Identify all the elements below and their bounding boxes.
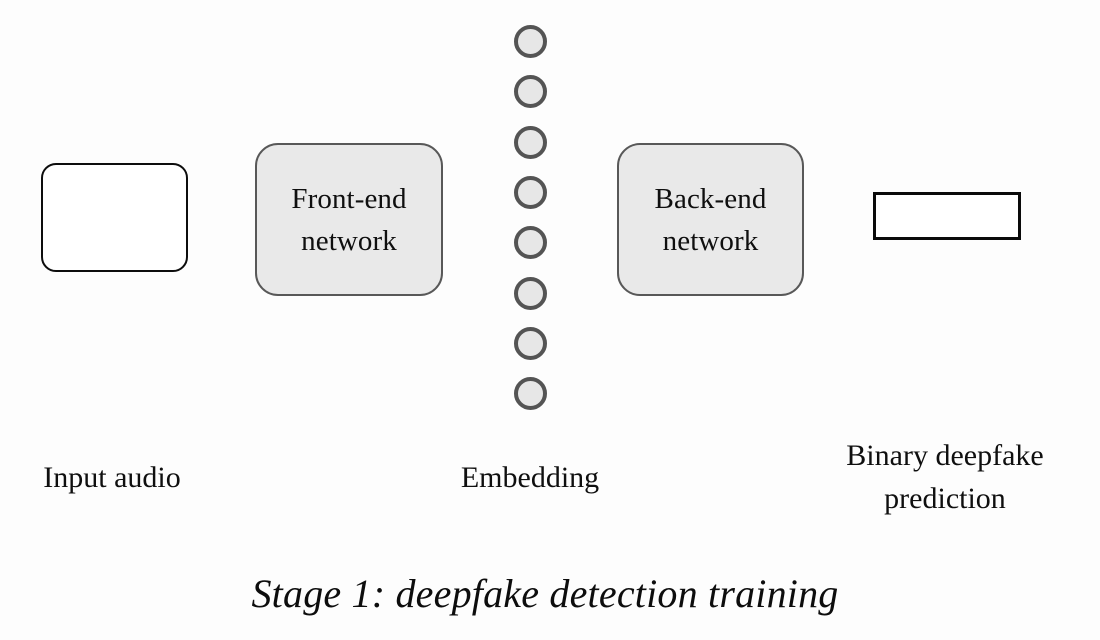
caption-input-audio: Input audio xyxy=(43,461,181,494)
embedding-node xyxy=(514,377,547,411)
caption-embedding: Embedding xyxy=(460,461,600,494)
embedding-node xyxy=(514,175,547,209)
embedding-node xyxy=(514,276,547,310)
figure-title: Stage 1: deepfake detection training xyxy=(251,571,839,616)
embedding-node xyxy=(514,75,547,109)
embedding-node xyxy=(514,326,547,360)
caption-binary-deepfake-prediction: Binary deepfake prediction xyxy=(846,439,1044,515)
embedding-node xyxy=(514,125,547,159)
front-end-network-box: Front-end network xyxy=(255,143,443,296)
back-end-network-label: Back-end network xyxy=(654,182,767,257)
front-end-network-label: Front-end network xyxy=(291,182,407,257)
back-end-network-box: Back-end network xyxy=(617,143,804,296)
embedding-node xyxy=(514,25,547,58)
input-audio-box xyxy=(41,163,188,272)
binary-deepfake-prediction-box xyxy=(873,192,1021,240)
embedding-node xyxy=(514,226,547,260)
embedding-vector-column xyxy=(514,25,547,411)
